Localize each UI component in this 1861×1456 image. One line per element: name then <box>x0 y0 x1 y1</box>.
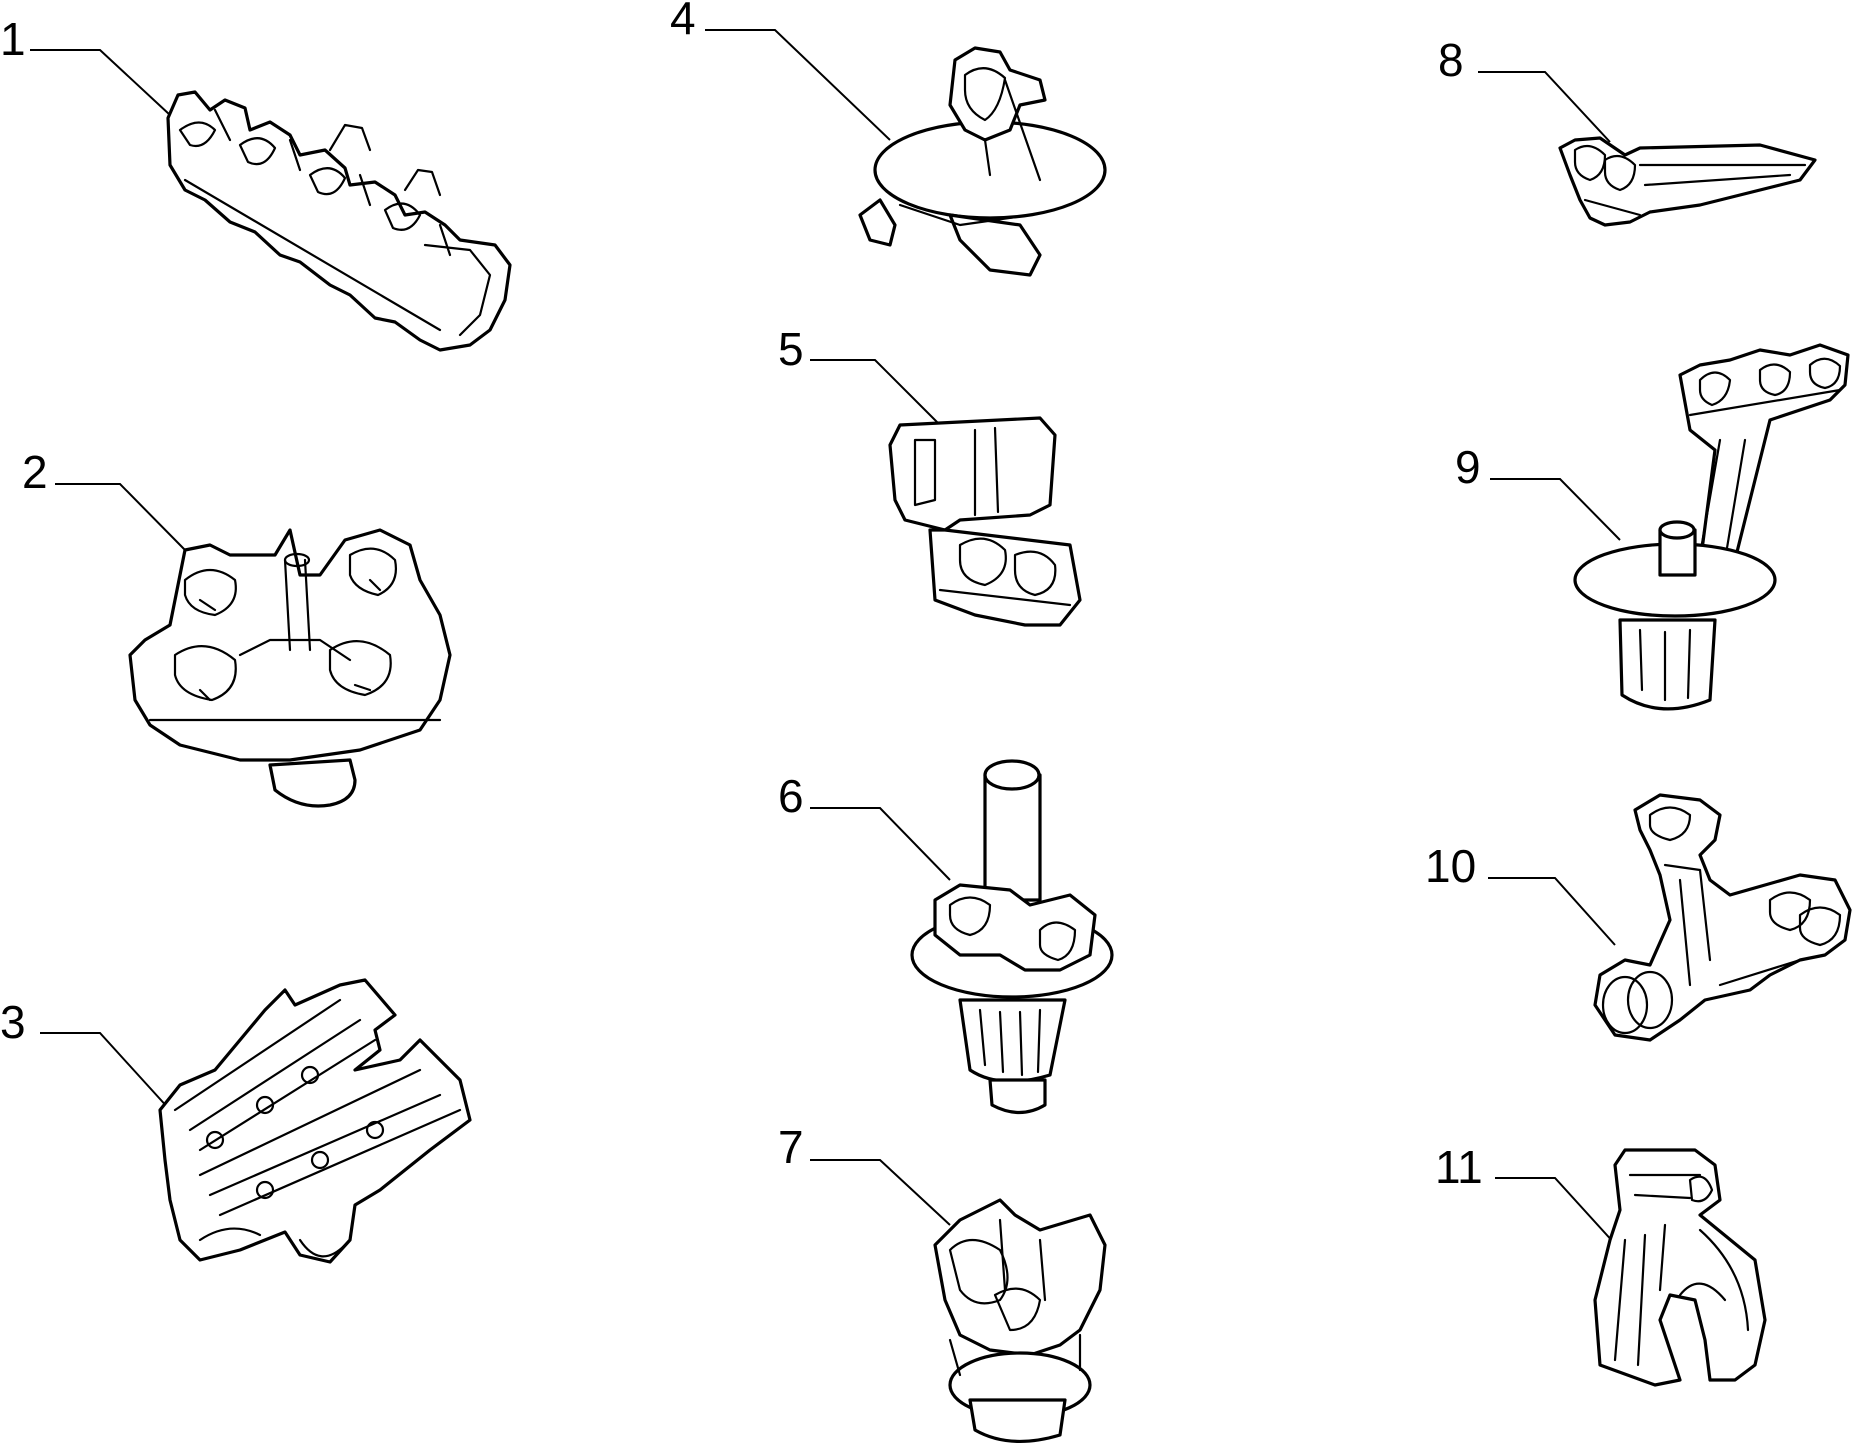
callout-number-11: 11 <box>1435 1141 1483 1193</box>
part-4: 4 <box>670 0 1107 277</box>
part-2: 2 <box>22 446 452 808</box>
leader-line-5 <box>810 359 941 426</box>
part-1-drawing <box>166 90 512 352</box>
part-9-drawing <box>1573 343 1850 711</box>
part-3: 3 <box>0 978 472 1264</box>
part-10-drawing <box>1593 793 1852 1042</box>
part-6-drawing <box>910 759 1114 1115</box>
part-2-drawing <box>128 528 452 808</box>
callout-number-1: 1 <box>0 13 26 65</box>
part-7: 7 <box>778 1121 1107 1443</box>
part-1: 1 <box>0 13 512 352</box>
leader-line-8 <box>1478 71 1611 143</box>
leader-line-2 <box>55 483 186 551</box>
part-5: 5 <box>778 323 1082 627</box>
leader-line-3 <box>40 1032 171 1111</box>
leader-line-4 <box>705 29 891 141</box>
part-9: 9 <box>1455 343 1850 711</box>
leader-line-1 <box>30 49 171 116</box>
part-7-drawing <box>933 1198 1107 1443</box>
callout-number-5: 5 <box>778 323 804 375</box>
part-4-drawing <box>858 46 1107 277</box>
part-8: 8 <box>1438 34 1817 227</box>
part-3-drawing <box>158 978 472 1264</box>
callout-number-4: 4 <box>670 0 696 44</box>
callout-number-9: 9 <box>1455 441 1481 493</box>
callout-number-7: 7 <box>778 1121 804 1173</box>
part-6: 6 <box>778 759 1114 1115</box>
callout-number-10: 10 <box>1425 840 1476 892</box>
part-11: 11 <box>1435 1141 1767 1387</box>
callout-number-3: 3 <box>0 996 26 1048</box>
part-8-drawing <box>1558 136 1817 227</box>
leader-line-9 <box>1490 478 1621 541</box>
callout-number-6: 6 <box>778 770 804 822</box>
leader-line-7 <box>810 1159 951 1226</box>
part-10: 10 <box>1425 793 1852 1042</box>
leader-line-6 <box>810 807 951 881</box>
callout-number-8: 8 <box>1438 34 1464 86</box>
part-11-drawing <box>1593 1148 1767 1387</box>
leader-line-11 <box>1495 1177 1626 1256</box>
leader-line-10 <box>1488 877 1616 946</box>
callout-number-2: 2 <box>22 446 48 498</box>
part-5-drawing <box>888 416 1082 627</box>
